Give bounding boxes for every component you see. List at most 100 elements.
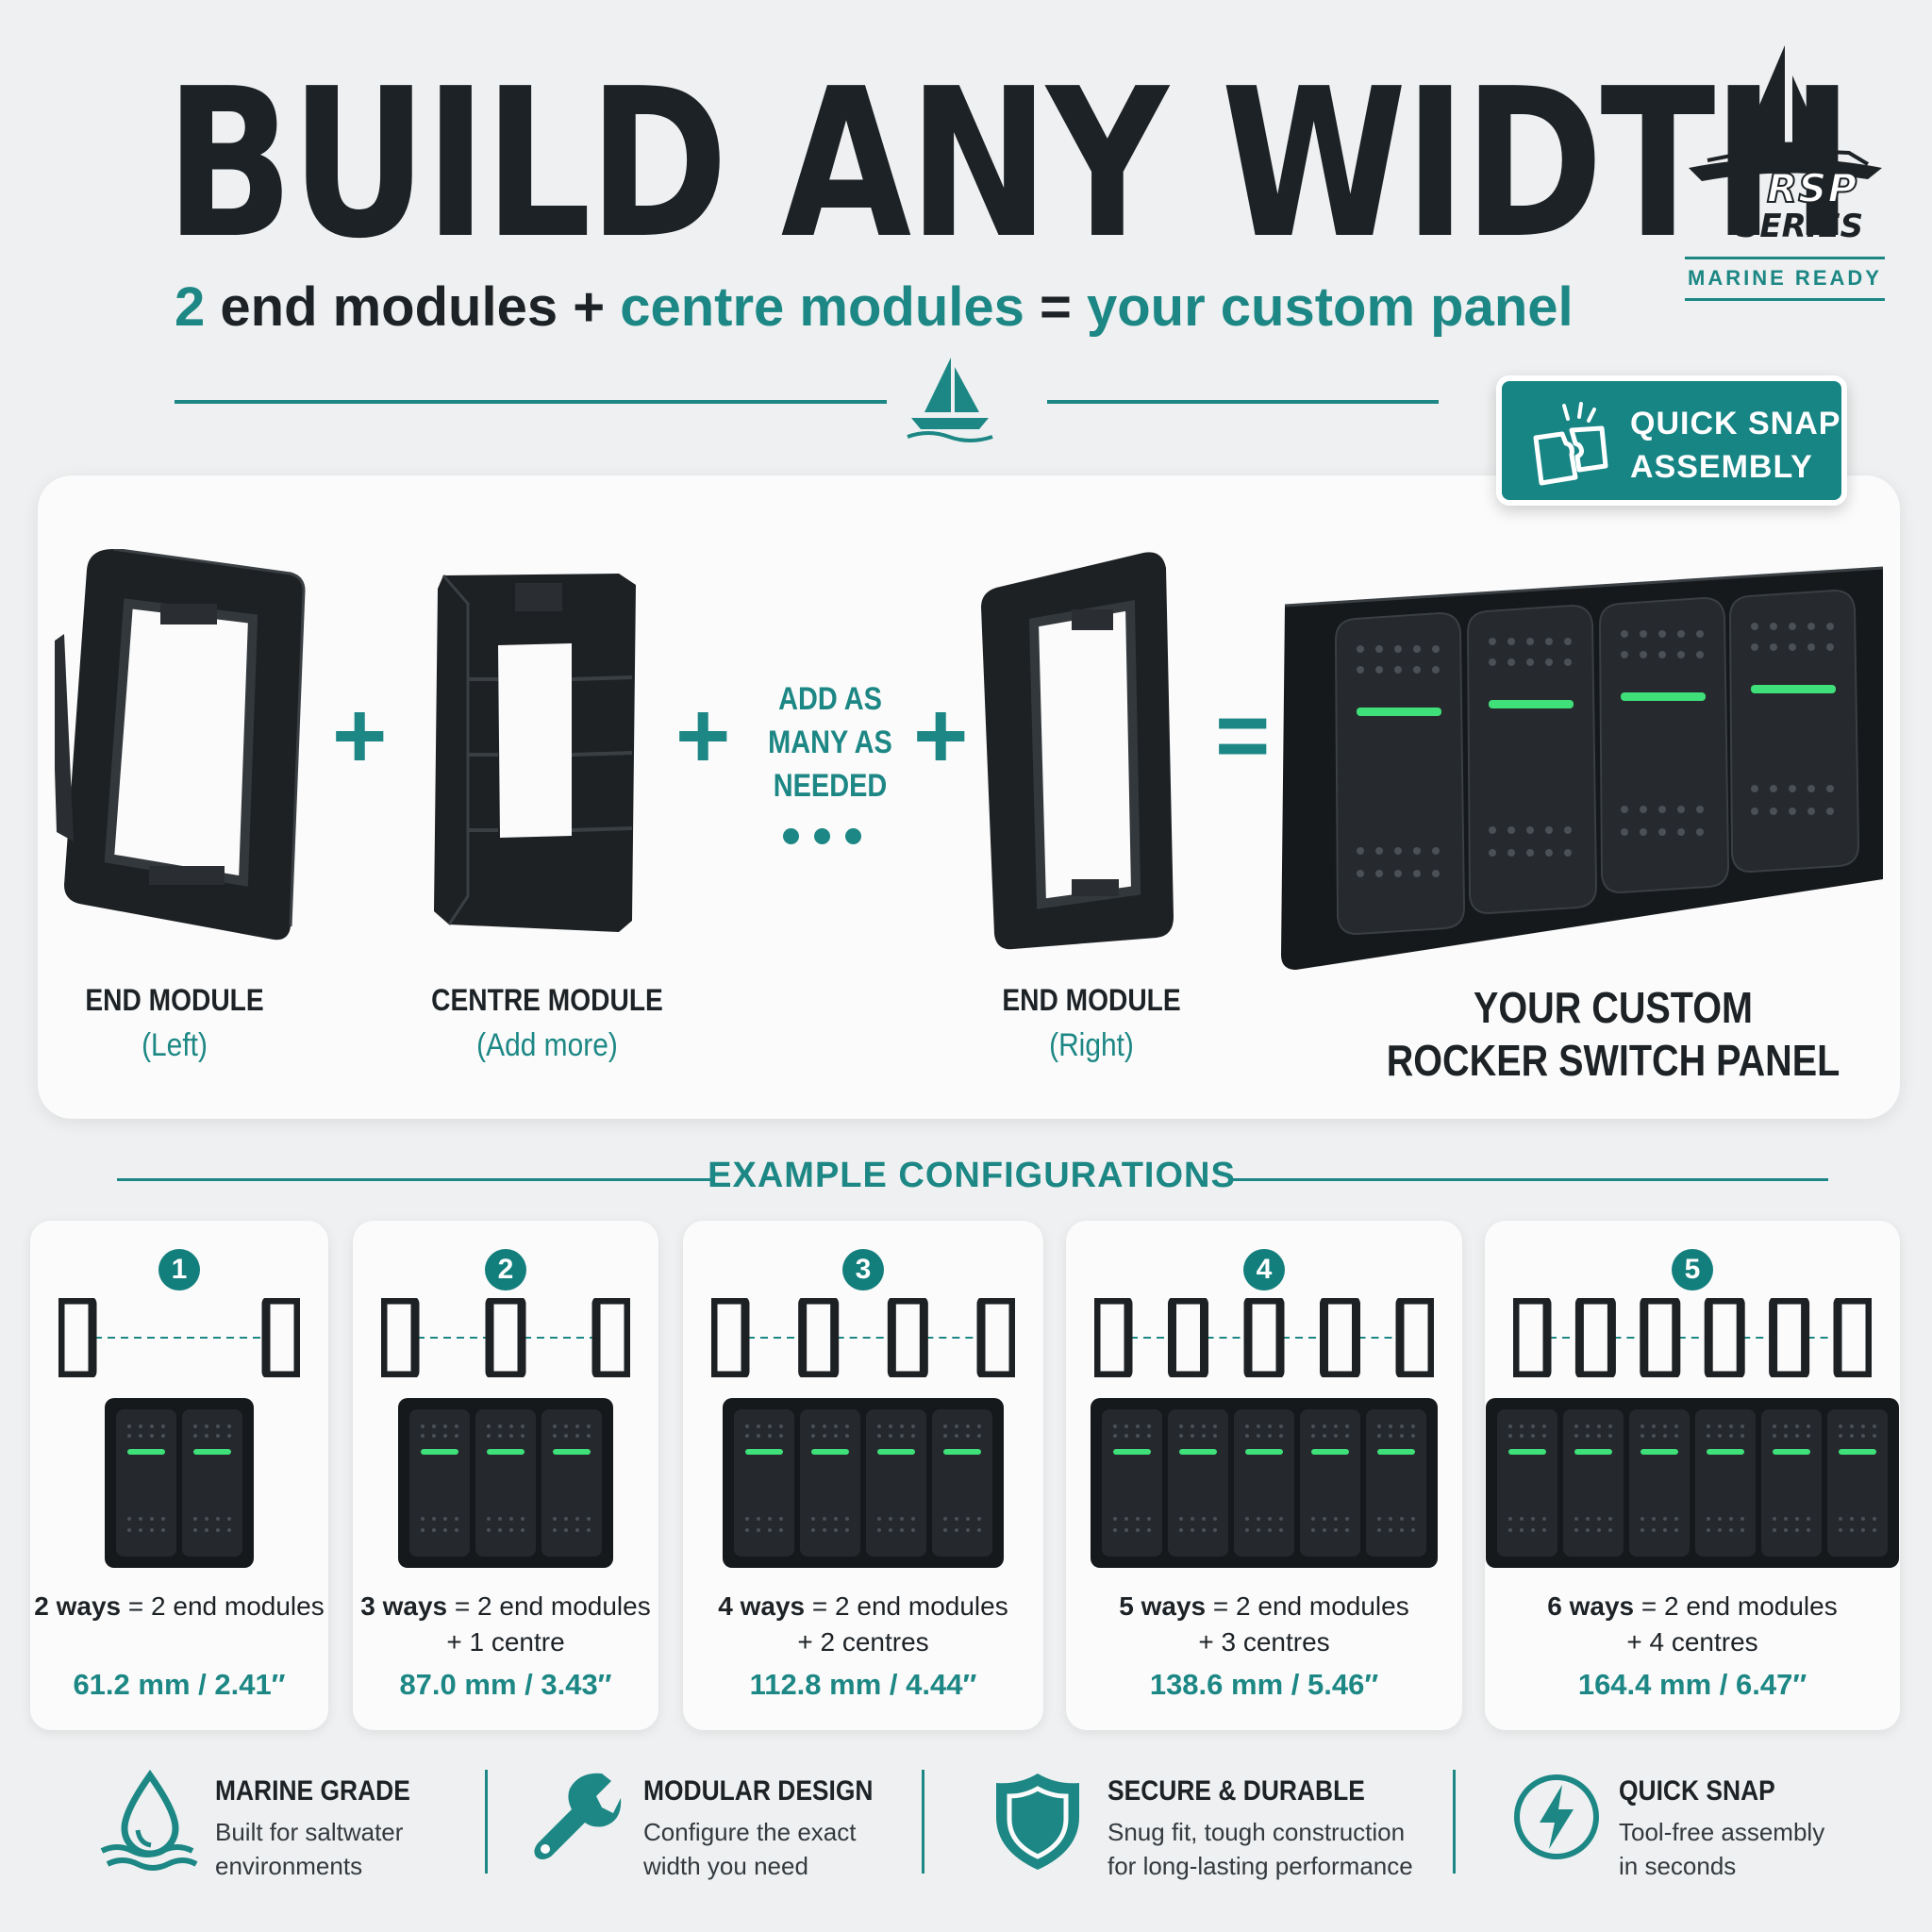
switch-texture-dot bbox=[1597, 1424, 1601, 1428]
config-dimension: 61.2 mm / 2.41″ bbox=[73, 1668, 286, 1701]
switch-texture-dot bbox=[1179, 1434, 1183, 1438]
switch-texture-dot bbox=[1640, 806, 1647, 813]
switch-texture-dot bbox=[1564, 658, 1572, 666]
module-frames-diagram bbox=[711, 1298, 1015, 1377]
switch-texture-dot bbox=[139, 1517, 142, 1521]
switch-led-indicator bbox=[1773, 1449, 1810, 1455]
switch-texture-dot bbox=[1413, 666, 1421, 674]
switch-texture-dot bbox=[509, 1517, 513, 1521]
switch-led-indicator bbox=[193, 1449, 231, 1455]
switch-texture-dot bbox=[1751, 785, 1758, 792]
switch-led-indicator bbox=[421, 1449, 458, 1455]
switch-texture-dot bbox=[587, 1424, 591, 1428]
rocker-switch bbox=[1728, 589, 1860, 874]
switch-texture-dot bbox=[1770, 623, 1777, 630]
puzzle-icon bbox=[1533, 402, 1608, 486]
rocker-switch bbox=[116, 1409, 176, 1557]
switch-texture-dot bbox=[1413, 847, 1421, 855]
switch-texture-dot bbox=[1257, 1517, 1260, 1521]
custom-line-2: ROCKER SWITCH PANEL bbox=[1386, 1036, 1840, 1085]
switch-texture-dot bbox=[1268, 1434, 1272, 1438]
switch-texture-dot bbox=[977, 1517, 981, 1521]
switch-texture-dot bbox=[745, 1517, 749, 1521]
switch-texture-dot bbox=[1652, 1528, 1656, 1532]
config-description: 6 ways = 2 end modules+ 4 centres bbox=[1485, 1589, 1900, 1660]
rocker-switch bbox=[541, 1409, 602, 1557]
switch-texture-dot bbox=[127, 1528, 131, 1532]
plus-sign-2: + bbox=[675, 683, 731, 789]
switch-texture-dot bbox=[1740, 1528, 1744, 1532]
switch-texture-dot bbox=[521, 1517, 525, 1521]
switch-texture-dot bbox=[1861, 1517, 1865, 1521]
switch-texture-dot bbox=[455, 1517, 458, 1521]
mini-rocker-panel bbox=[1486, 1398, 1899, 1568]
switch-texture-dot bbox=[1718, 1424, 1722, 1428]
switch-texture-dot bbox=[943, 1528, 947, 1532]
switch-texture-dot bbox=[1345, 1424, 1349, 1428]
switch-texture-dot bbox=[1795, 1528, 1799, 1532]
switch-texture-dot bbox=[757, 1424, 760, 1428]
switch-led-indicator bbox=[1574, 1449, 1612, 1455]
switch-texture-dot bbox=[1640, 651, 1647, 658]
switch-texture-dot bbox=[1839, 1517, 1842, 1521]
switch-texture-dot bbox=[1245, 1434, 1249, 1438]
config-description: 2 ways = 2 end modules bbox=[30, 1589, 328, 1624]
switch-texture-dot bbox=[432, 1528, 436, 1532]
switch-texture-dot bbox=[834, 1424, 838, 1428]
switch-texture-dot bbox=[193, 1517, 197, 1521]
config-ways: 3 ways bbox=[360, 1591, 448, 1621]
centre-module-frame bbox=[887, 1298, 928, 1377]
switch-led-indicator bbox=[1707, 1449, 1744, 1455]
rocker-switch bbox=[1466, 604, 1598, 915]
switch-texture-dot bbox=[1677, 630, 1685, 638]
feature-desc: Snug fit, tough construction for long-la… bbox=[1108, 1815, 1419, 1883]
switch-texture-dot bbox=[1674, 1517, 1678, 1521]
switch-texture-dot bbox=[1861, 1424, 1865, 1428]
switch-texture-dot bbox=[432, 1434, 436, 1438]
switch-texture-dot bbox=[823, 1434, 826, 1438]
switch-texture-dot bbox=[1191, 1424, 1194, 1428]
feature-marine-grade: MARINE GRADE Built for saltwater environ… bbox=[98, 1762, 457, 1904]
rocker-switch bbox=[1334, 611, 1466, 936]
switch-texture-dot bbox=[1345, 1517, 1349, 1521]
switch-texture-dot bbox=[1136, 1424, 1140, 1428]
switch-texture-dot bbox=[757, 1434, 760, 1438]
switch-texture-dot bbox=[1268, 1424, 1272, 1428]
config-equation-line: 4 ways = 2 end modules bbox=[683, 1589, 1043, 1624]
centre-module-label: CENTRE MODULE (Add more) bbox=[431, 977, 663, 1068]
mini-rocker-panel bbox=[105, 1398, 254, 1568]
switch-texture-dot bbox=[1334, 1424, 1338, 1428]
switch-texture-dot bbox=[911, 1528, 915, 1532]
switch-texture-dot bbox=[1658, 806, 1666, 813]
switch-texture-dot bbox=[1597, 1434, 1601, 1438]
switch-texture-dot bbox=[587, 1434, 591, 1438]
switch-texture-dot bbox=[1179, 1517, 1183, 1521]
feature-desc-line: width you need bbox=[643, 1852, 808, 1880]
switch-texture-dot bbox=[1411, 1434, 1415, 1438]
config-ways: 2 ways bbox=[34, 1591, 122, 1621]
add-as-many-text: ADD AS MANY AS NEEDED bbox=[758, 677, 903, 808]
switch-texture-dot bbox=[1621, 630, 1628, 638]
switch-texture-dot bbox=[977, 1434, 981, 1438]
end-module-frame bbox=[1513, 1298, 1552, 1377]
switch-texture-dot bbox=[1807, 1528, 1810, 1532]
switch-texture-dot bbox=[1389, 1424, 1392, 1428]
switch-texture-dot bbox=[1597, 1517, 1601, 1521]
end-module-frame bbox=[711, 1298, 750, 1377]
config-dimension: 164.4 mm / 6.47″ bbox=[1577, 1668, 1807, 1701]
mini-rocker-panel bbox=[723, 1398, 1004, 1568]
mini-rocker-panel bbox=[1091, 1398, 1438, 1568]
switch-texture-dot bbox=[1795, 1517, 1799, 1521]
rocker-switch bbox=[1300, 1409, 1360, 1557]
badge-line-2: ASSEMBLY bbox=[1630, 449, 1813, 485]
subtitle-text-3: = bbox=[1024, 276, 1087, 338]
add-line-2: MANY AS bbox=[768, 724, 892, 760]
feature-desc: Configure the exact width you need bbox=[643, 1815, 945, 1883]
switch-texture-dot bbox=[1531, 1424, 1535, 1428]
feature-desc-line: environments bbox=[215, 1852, 363, 1880]
switch-texture-dot bbox=[1608, 1434, 1612, 1438]
module-frames-diagram bbox=[381, 1298, 630, 1377]
switch-texture-dot bbox=[1279, 1528, 1283, 1532]
switch-texture-dot bbox=[834, 1434, 838, 1438]
